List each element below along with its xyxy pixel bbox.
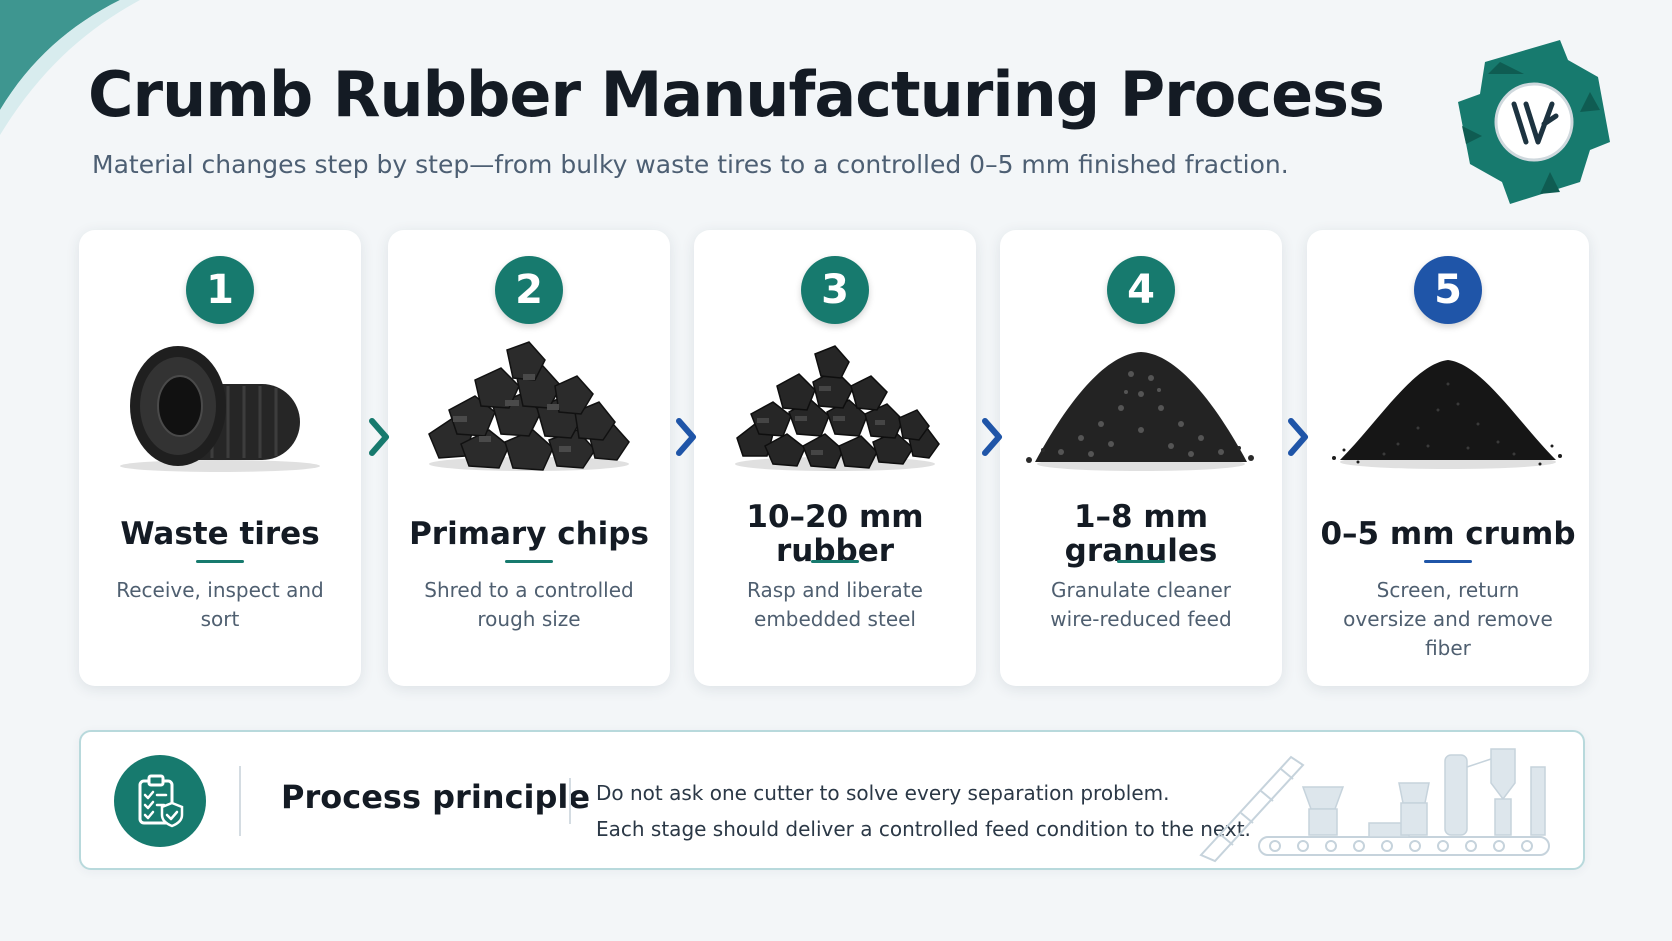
step-card-1: 1 Waste tires Rec bbox=[79, 230, 361, 686]
process-principle-panel: Process principle Do not ask one cutter … bbox=[79, 730, 1585, 870]
step-title: Primary chips bbox=[409, 516, 649, 552]
chevron-right-icon bbox=[676, 418, 696, 456]
process-steps: 1 Waste tires Rec bbox=[79, 230, 1589, 686]
chevron-right-icon bbox=[369, 418, 389, 456]
clipboard-checklist-shield-icon bbox=[114, 755, 206, 847]
step-card-5: 5 0–5 mm crumb Screen, return oversize a… bbox=[1307, 230, 1589, 686]
granules-pile-image bbox=[1026, 352, 1254, 471]
corner-swoosh-decoration bbox=[0, 0, 140, 135]
step-number-badge: 4 bbox=[1107, 256, 1175, 324]
step-number-badge: 3 bbox=[801, 256, 869, 324]
step-number-badge: 1 bbox=[186, 256, 254, 324]
step-description: Granulate cleaner wire-reduced feed bbox=[1050, 578, 1232, 631]
step-card-2: 2 Prima bbox=[388, 230, 670, 686]
step-title: 10–20 mm rubber bbox=[746, 499, 924, 569]
panel-divider bbox=[569, 778, 571, 824]
step-card-3: 3 bbox=[694, 230, 976, 686]
waste-tires-image bbox=[120, 346, 320, 472]
step-number-badge: 5 bbox=[1414, 256, 1482, 324]
step-divider bbox=[1424, 560, 1472, 563]
principle-text: Do not ask one cutter to solve every sep… bbox=[596, 775, 1251, 847]
chevron-right-icon bbox=[982, 418, 1002, 456]
step-divider bbox=[811, 560, 859, 563]
principle-line-2: Each stage should deliver a controlled f… bbox=[596, 817, 1251, 841]
step-description: Shred to a controlled rough size bbox=[424, 578, 634, 631]
step-divider bbox=[1117, 560, 1165, 563]
step-number-badge: 2 bbox=[495, 256, 563, 324]
processing-plant-illustration bbox=[1199, 748, 1550, 863]
step-divider bbox=[505, 560, 553, 563]
page-subtitle: Material changes step by step—from bulky… bbox=[92, 150, 1289, 179]
crumb-pile-image bbox=[1332, 360, 1562, 469]
panel-divider bbox=[239, 766, 241, 836]
step-description: Screen, return oversize and remove fiber bbox=[1343, 578, 1553, 660]
rubber-pieces-image bbox=[735, 345, 940, 471]
principle-line-1: Do not ask one cutter to solve every sep… bbox=[596, 781, 1170, 805]
step-card-4: 4 1–8 mm granules Granulate cleaner wire… bbox=[1000, 230, 1282, 686]
page-title: Crumb Rubber Manufacturing Process bbox=[88, 58, 1385, 131]
step-description: Receive, inspect and sort bbox=[116, 578, 324, 631]
chevron-right-icon bbox=[1288, 418, 1308, 456]
step-title: 0–5 mm crumb bbox=[1320, 516, 1576, 552]
step-description: Rasp and liberate embedded steel bbox=[747, 578, 923, 631]
primary-chips-image bbox=[428, 341, 630, 471]
step-title: Waste tires bbox=[120, 516, 320, 552]
step-title: 1–8 mm granules bbox=[1064, 499, 1218, 569]
shredder-blade-logo-icon bbox=[1458, 40, 1610, 204]
principle-title: Process principle bbox=[281, 778, 591, 816]
step-divider bbox=[196, 560, 244, 563]
